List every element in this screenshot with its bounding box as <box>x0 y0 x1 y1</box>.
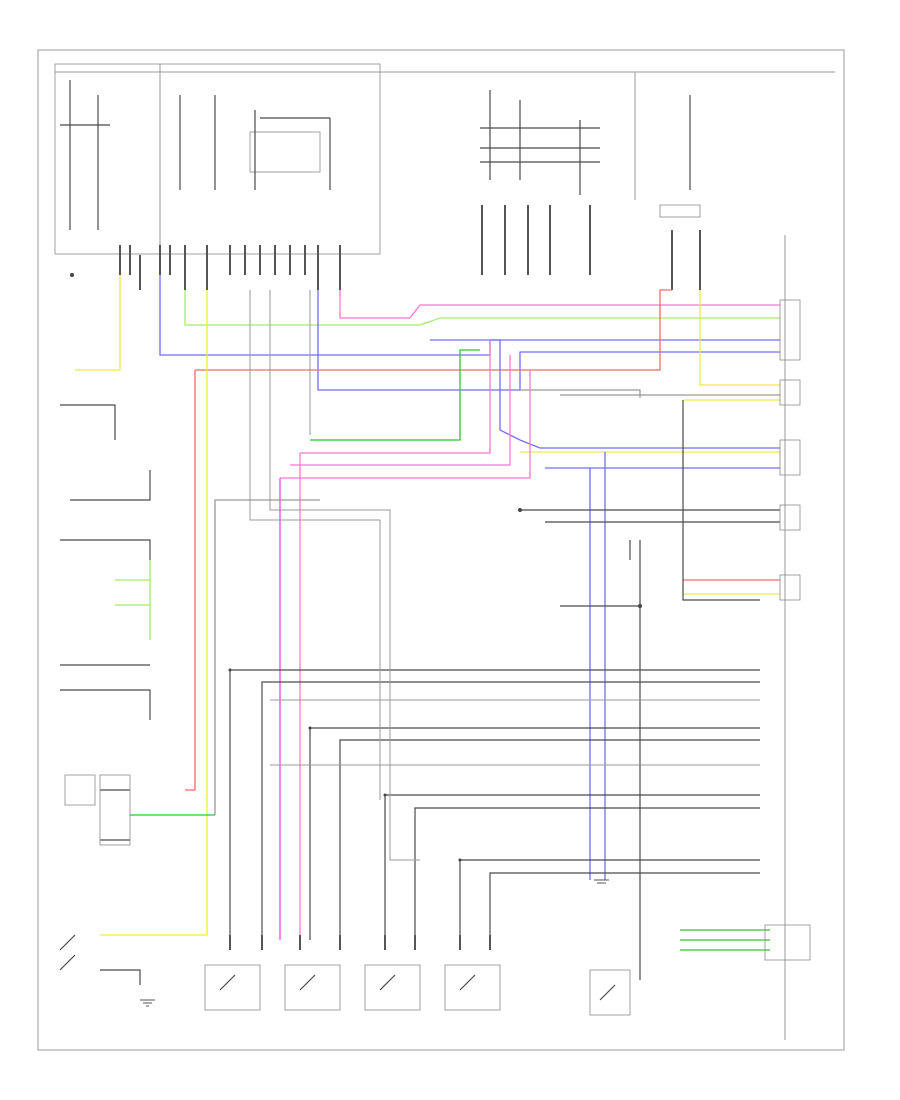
right-connectors <box>779 299 801 601</box>
bottom-door-switches <box>204 935 631 1016</box>
legend <box>764 924 811 961</box>
gray-guides <box>249 235 786 1040</box>
top-center-block <box>380 71 835 218</box>
harness-wires <box>75 275 780 951</box>
power-distribution-block <box>54 63 381 255</box>
ground-icon <box>140 879 609 1007</box>
splice-dots <box>70 273 642 862</box>
top-connector-ticks <box>119 205 701 290</box>
door-module-bus <box>60 400 780 985</box>
diagram-frame <box>37 49 845 1051</box>
left-components <box>59 774 131 971</box>
